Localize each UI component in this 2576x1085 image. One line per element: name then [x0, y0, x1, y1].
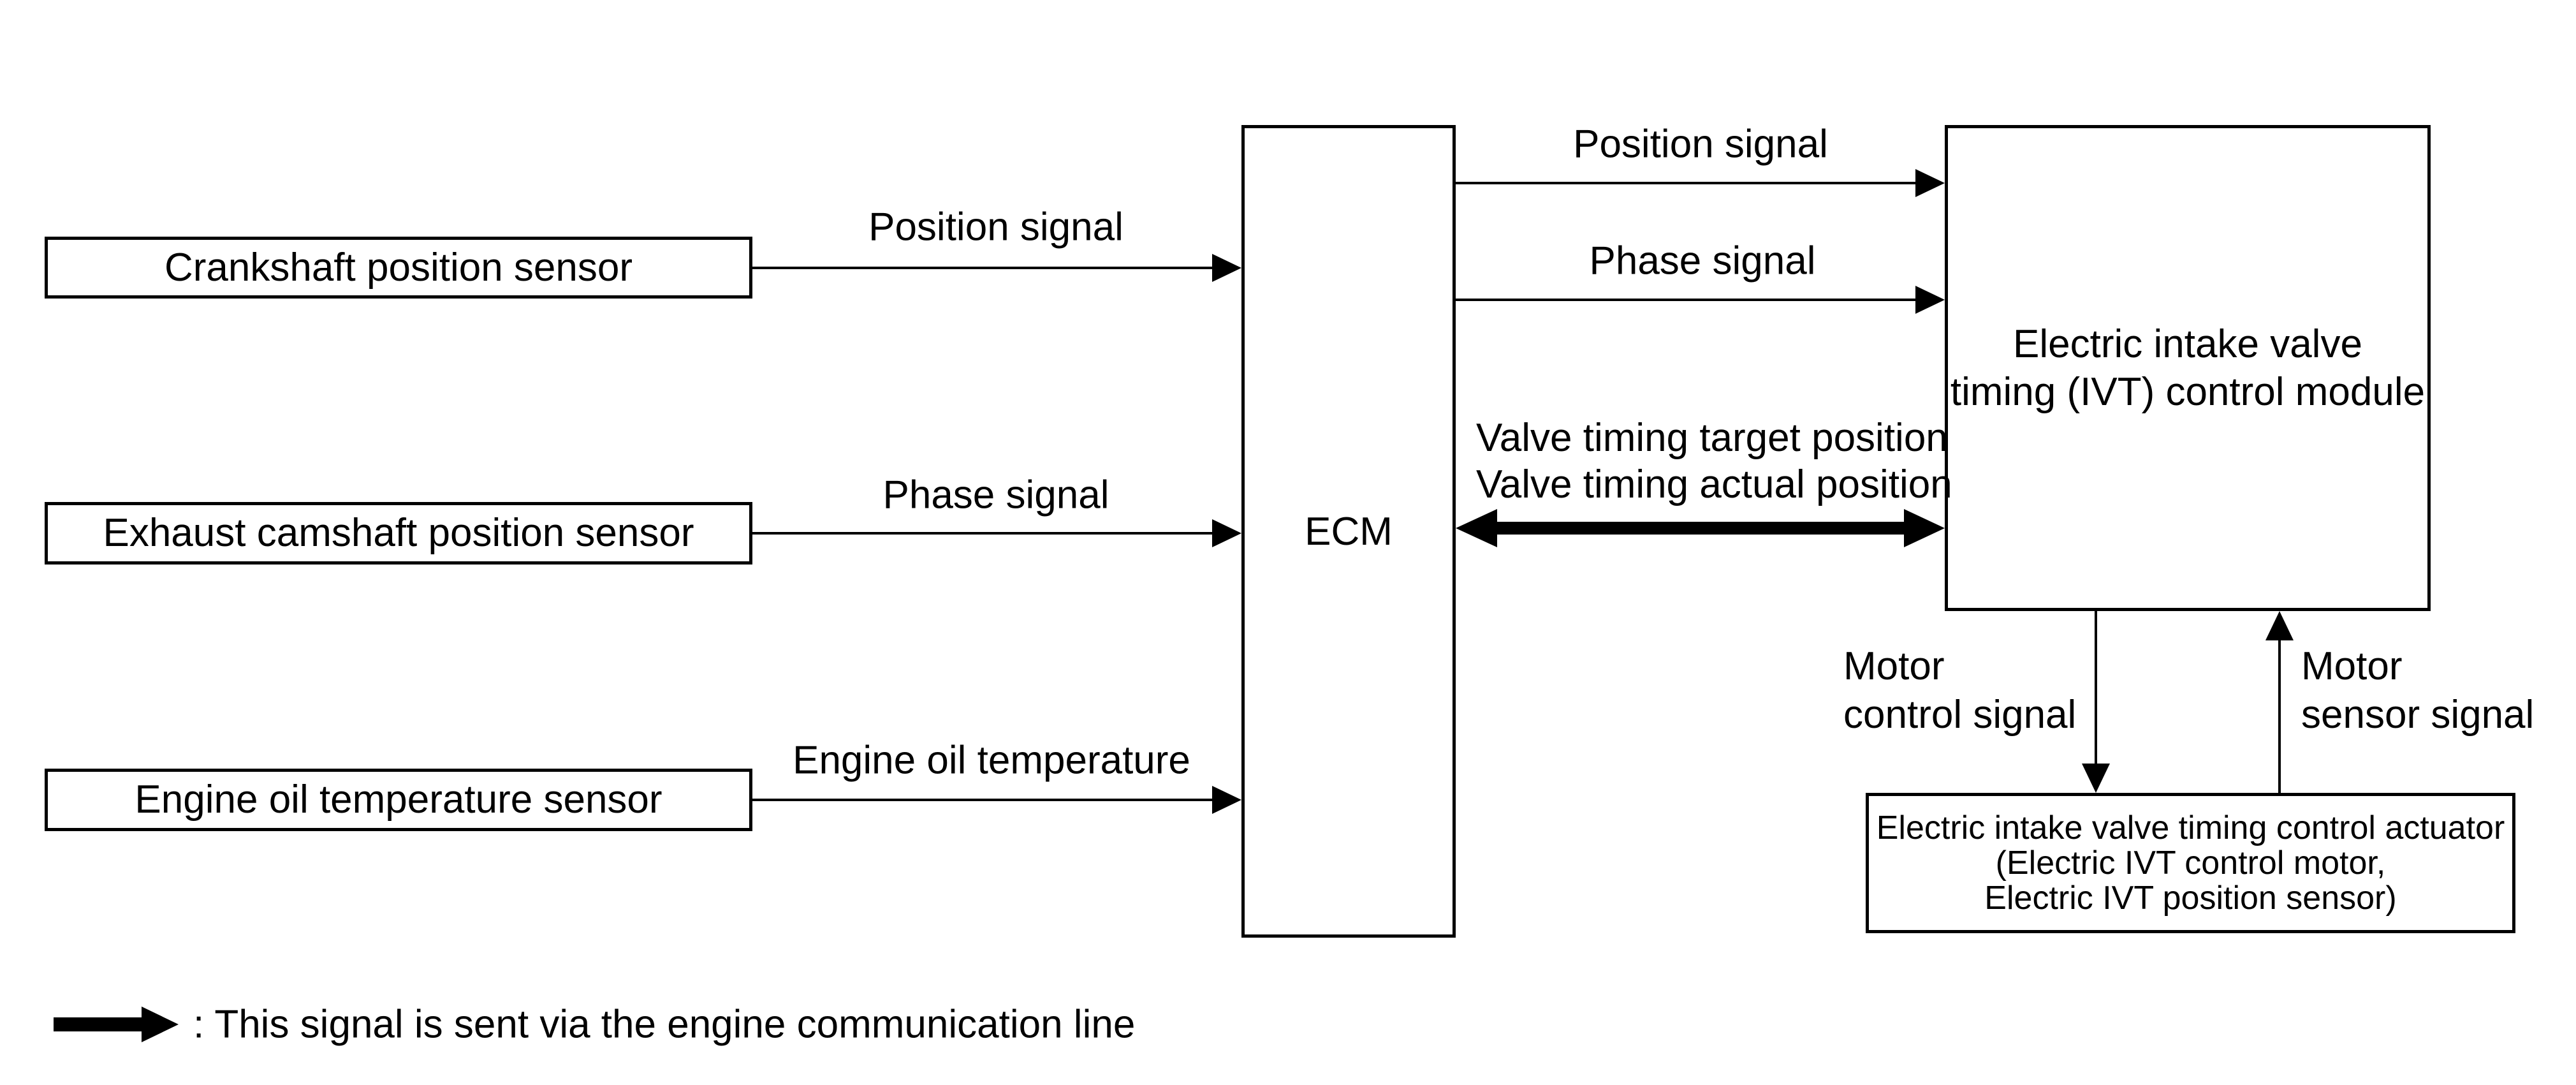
- arrow-ecm-ivt-comm-double: [1456, 509, 1945, 547]
- arrow-ecm-to-ivt-position: [1456, 169, 1945, 197]
- label-phase-signal-right: Phase signal: [1589, 239, 1816, 283]
- label-motor-control-signal: Motor control signal: [1843, 642, 2076, 739]
- engine-oil-temperature-sensor-label: Engine oil temperature sensor: [135, 778, 662, 822]
- arrow-motor-control: [2082, 611, 2110, 793]
- label-valve-timing-actual-position: Valve timing actual position: [1476, 462, 1952, 506]
- ivt-control-actuator-label-line1: Electric intake valve timing control act…: [1876, 809, 2505, 846]
- label-position-signal-left: Position signal: [868, 205, 1123, 249]
- label-motor-control-signal-line2: control signal: [1843, 693, 2077, 737]
- label-motor-sensor-signal-line1: Motor: [2301, 644, 2403, 688]
- ivt-control-module-label-line2: timing (IVT) control module: [1950, 370, 2426, 414]
- engine-oil-temperature-sensor-box: Engine oil temperature sensor: [45, 769, 752, 831]
- label-motor-sensor-signal: Motor sensor signal: [2301, 642, 2534, 739]
- label-motor-sensor-signal-line2: sensor signal: [2301, 693, 2535, 737]
- label-motor-control-signal-line1: Motor: [1843, 644, 1945, 688]
- legend-arrow-icon: [54, 1007, 179, 1042]
- ivt-control-actuator-label-line2: (Electric IVT control motor,: [1995, 844, 2386, 882]
- ecm-box: ECM: [1241, 125, 1456, 938]
- arrow-motor-sensor: [2265, 611, 2294, 793]
- legend-text: : This signal is sent via the engine com…: [193, 1002, 1136, 1047]
- ivt-control-module-label-line1: Electric intake valve: [2013, 322, 2362, 366]
- label-valve-timing-positions: Valve timing target position Valve timin…: [1476, 415, 1952, 508]
- arrow-oiltemp-to-ecm: [752, 786, 1241, 814]
- label-position-signal-right: Position signal: [1573, 122, 1828, 166]
- ivt-control-actuator-box: Electric intake valve timing control act…: [1866, 793, 2515, 933]
- label-engine-oil-temperature: Engine oil temperature: [793, 738, 1190, 783]
- exhaust-camshaft-position-sensor-box: Exhaust camshaft position sensor: [45, 502, 752, 565]
- ivt-control-module-box: Electric intake valve timing (IVT) contr…: [1945, 125, 2431, 611]
- arrow-crankshaft-to-ecm: [752, 254, 1241, 282]
- label-phase-signal-left: Phase signal: [882, 473, 1109, 517]
- ivt-control-actuator-label-line3: Electric IVT position sensor): [1984, 879, 2397, 917]
- ecm-label: ECM: [1305, 509, 1393, 554]
- label-valve-timing-target-position: Valve timing target position: [1476, 416, 1948, 460]
- arrow-exhaust-to-ecm: [752, 519, 1241, 547]
- crankshaft-position-sensor-label: Crankshaft position sensor: [164, 245, 633, 290]
- arrow-ecm-to-ivt-phase: [1456, 286, 1945, 314]
- crankshaft-position-sensor-box: Crankshaft position sensor: [45, 237, 752, 299]
- exhaust-camshaft-position-sensor-label: Exhaust camshaft position sensor: [103, 511, 694, 555]
